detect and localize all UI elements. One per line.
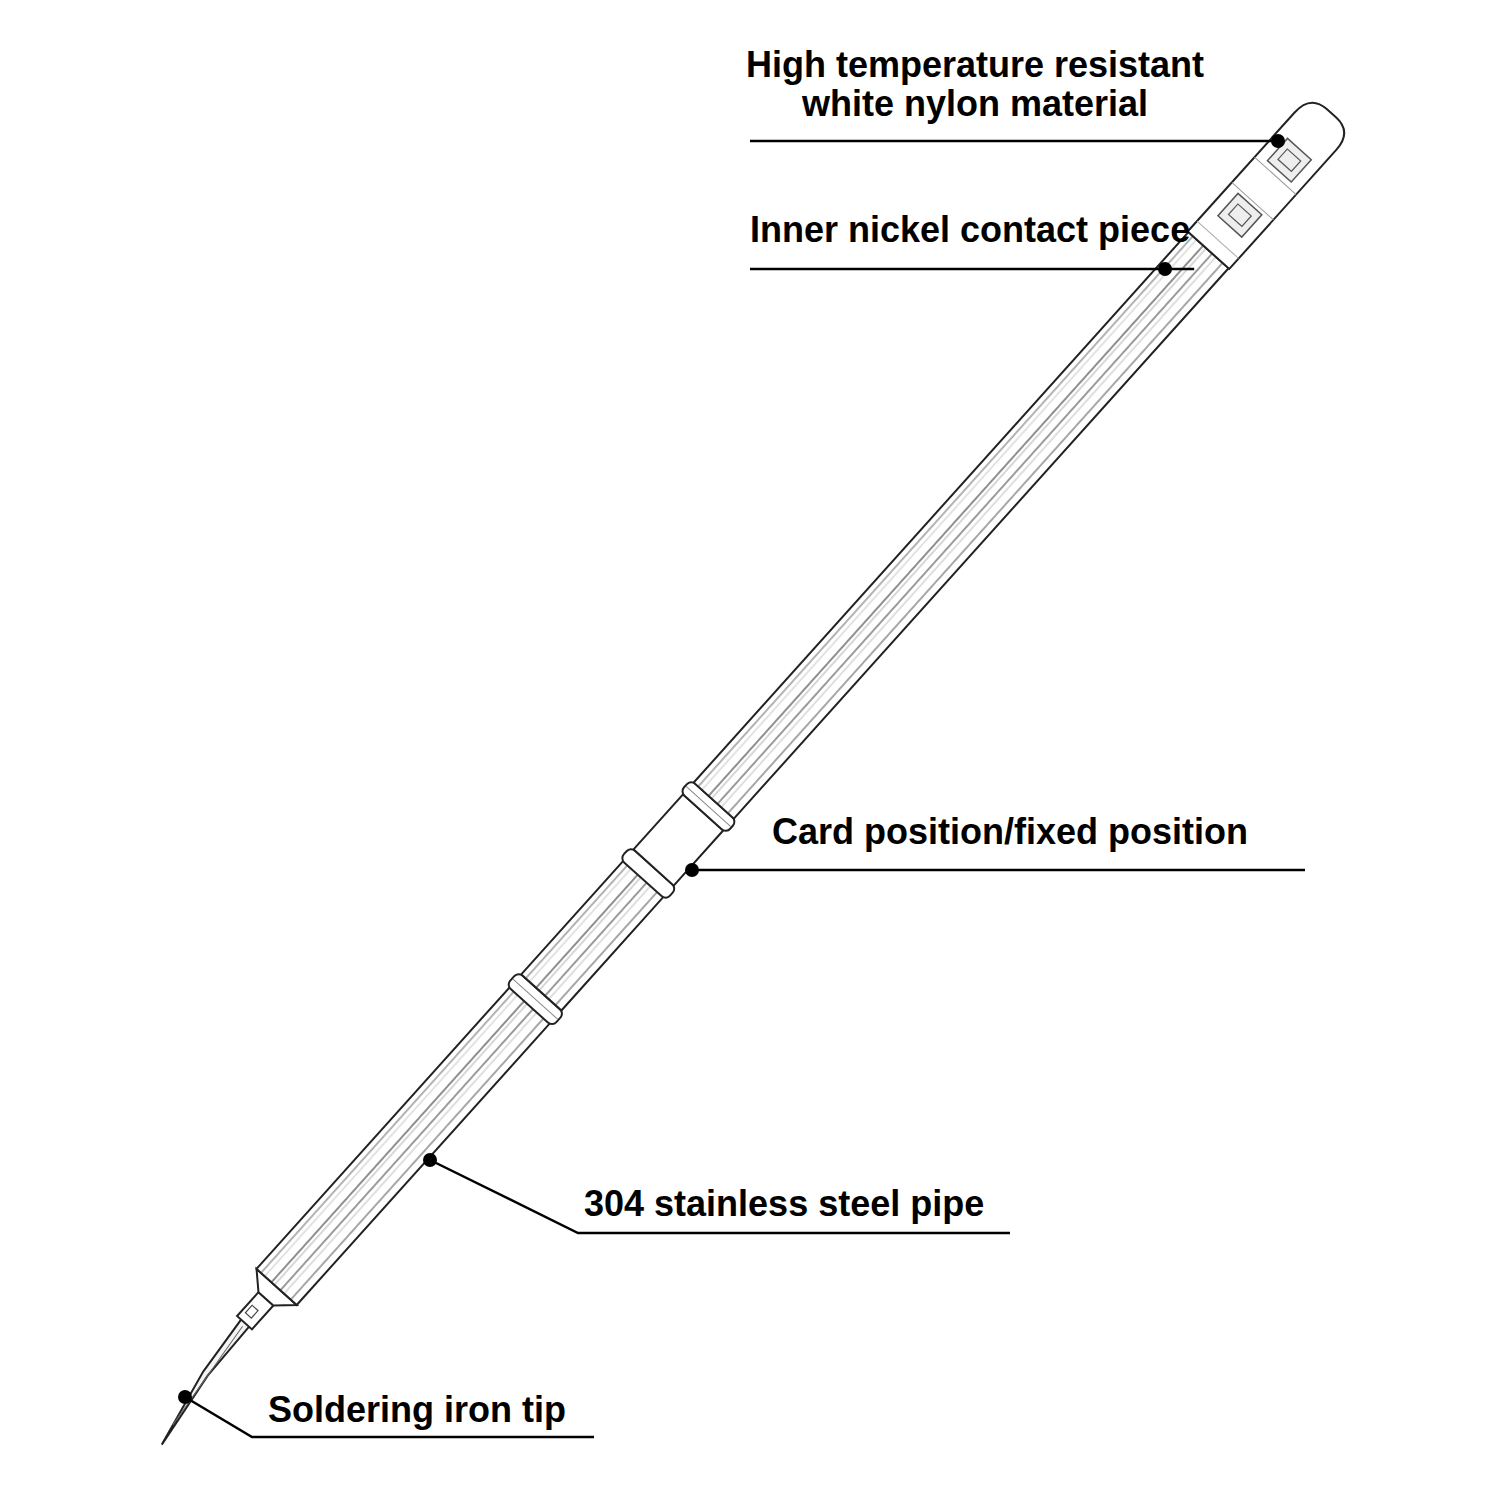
leader-dots bbox=[178, 134, 1285, 1404]
part-label: Card position/fixed position bbox=[772, 813, 1248, 852]
part-label: 304 stainless steel pipe bbox=[584, 1185, 984, 1224]
leader-dot bbox=[178, 1390, 192, 1404]
leader-line bbox=[750, 268, 1194, 271]
part-label: High temperature resistant white nylon m… bbox=[735, 46, 1215, 124]
leader-lines bbox=[185, 141, 1305, 1437]
part-label: Inner nickel contact piece bbox=[750, 211, 1190, 250]
leader-line bbox=[430, 1160, 1010, 1233]
part-label: Soldering iron tip bbox=[268, 1391, 566, 1430]
leader-line bbox=[750, 140, 1278, 143]
leader-dot bbox=[1158, 262, 1172, 276]
leader-dot bbox=[685, 863, 699, 877]
leader-line bbox=[692, 869, 1305, 872]
leader-dot bbox=[423, 1153, 437, 1167]
leader-dot bbox=[1271, 134, 1285, 148]
tip-body bbox=[124, 93, 1355, 1452]
